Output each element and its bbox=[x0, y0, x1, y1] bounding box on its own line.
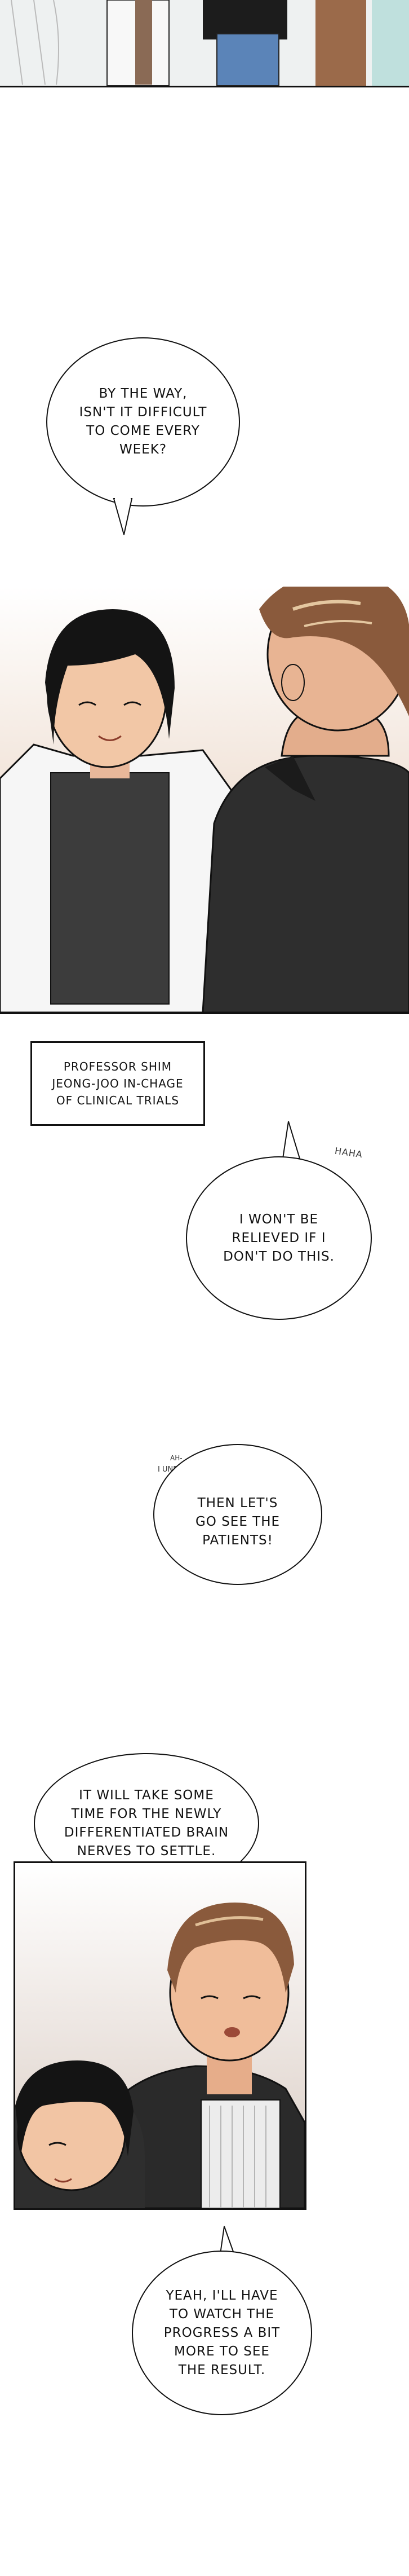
scene-panel-2-art bbox=[15, 1863, 305, 2208]
speech-bubble-3: THEN LET'S GO SEE THE PATIENTS! bbox=[153, 1444, 322, 1585]
scene-panel-1 bbox=[0, 587, 409, 1014]
scene-panel-1-art bbox=[0, 587, 409, 1012]
speech-bubble-5-text: YEAH, I'LL HAVE TO WATCH THE PROGRESS A … bbox=[163, 2288, 281, 2377]
caption-text: PROFESSOR SHIM JEONG-JOO IN-CHAGE OF CLI… bbox=[52, 1060, 184, 1107]
sfx-haha: HAHA bbox=[334, 1145, 364, 1160]
top-panel-art bbox=[0, 0, 409, 86]
speech-bubble-2-tail bbox=[282, 1121, 301, 1159]
speech-bubble-1-tail bbox=[113, 497, 133, 535]
sfx-ah: AH- bbox=[170, 1454, 183, 1462]
speech-bubble-1-text: BY THE WAY, ISN'T IT DIFFICULT TO COME E… bbox=[79, 386, 207, 457]
caption-box: PROFESSOR SHIM JEONG-JOO IN-CHAGE OF CLI… bbox=[30, 1041, 205, 1126]
speech-bubble-4-text: IT WILL TAKE SOME TIME FOR THE NEWLY DIF… bbox=[64, 1788, 229, 1859]
top-partial-panel bbox=[0, 0, 409, 87]
speech-bubble-1: BY THE WAY, ISN'T IT DIFFICULT TO COME E… bbox=[46, 337, 240, 507]
speech-bubble-5: YEAH, I'LL HAVE TO WATCH THE PROGRESS A … bbox=[132, 2251, 312, 2415]
speech-bubble-3-text: THEN LET'S GO SEE THE PATIENTS! bbox=[195, 1495, 281, 1548]
speech-bubble-2-text: I WON'T BE RELIEVED IF I DON'T DO THIS. bbox=[223, 1212, 335, 1264]
scene-panel-2 bbox=[14, 1861, 306, 2210]
speech-bubble-2: I WON'T BE RELIEVED IF I DON'T DO THIS. bbox=[186, 1156, 372, 1320]
